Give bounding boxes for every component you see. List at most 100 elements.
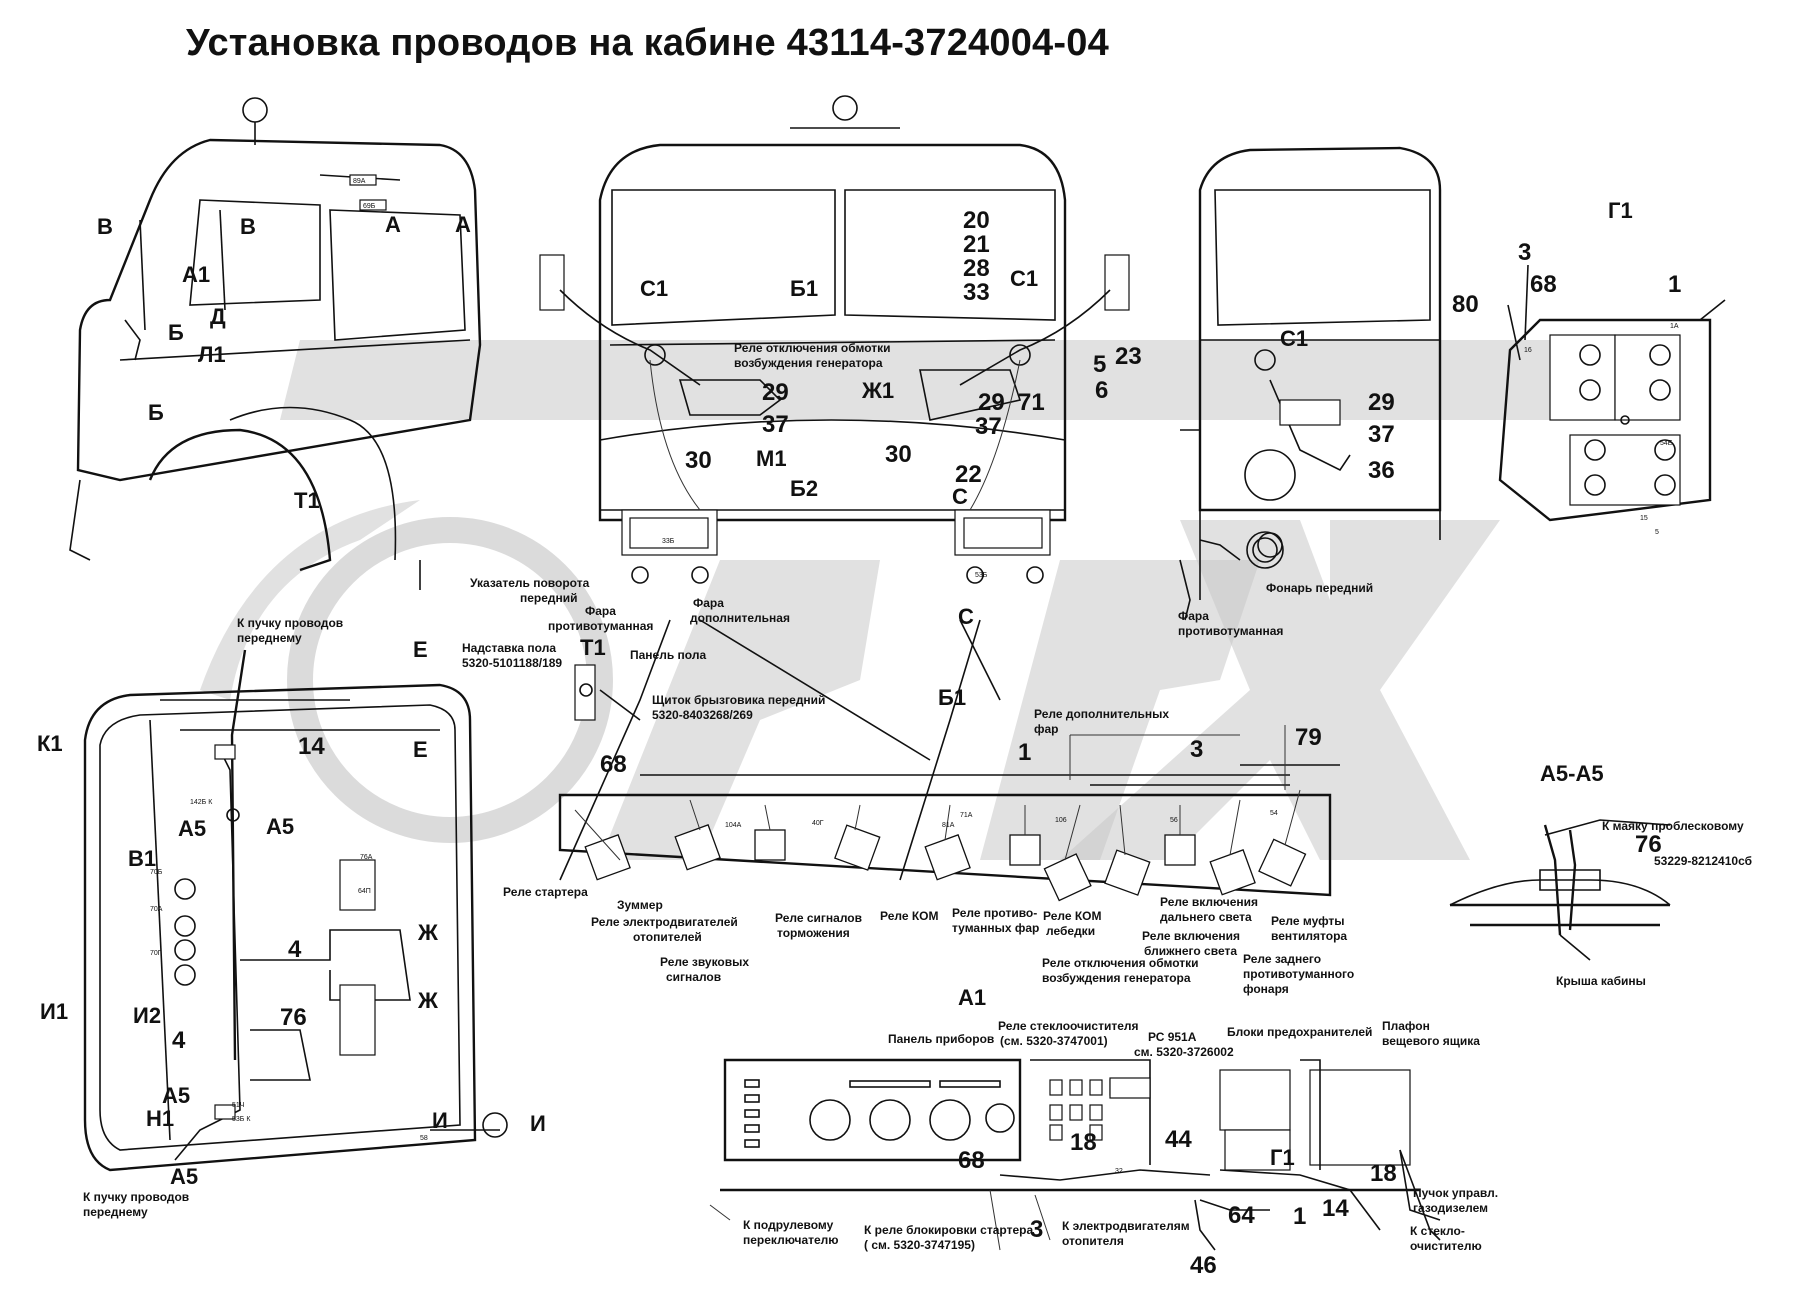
watermark-logo [200,340,1600,860]
callout-fara-prot-2: противотуманная [548,619,653,633]
num-23: 23 [1115,343,1142,370]
callout-k-puchku-bot: К пучку проводов [83,1190,189,1204]
callout-rele-prot-far: Реле противо- [952,906,1037,920]
tag-53b: 53Б [975,572,988,579]
callout-ukaz-pov-2: передний [520,591,578,605]
callout-rele-otkl-2: возбуждения генератора [734,356,883,370]
num-44: 44 [1165,1126,1192,1153]
num-80: 80 [1452,291,1479,318]
label-b2-side: Б [148,400,164,425]
label-a: А [385,212,401,237]
num-29-mid: 29 [978,389,1005,416]
num-37-front: 37 [762,411,789,438]
label-m1: М1 [756,446,787,471]
callout-panel-prib: Панель приборов [888,1032,994,1046]
label-a5-left: А5 [178,816,206,841]
label-a1: А1 [182,262,210,287]
num-68-panel: 68 [600,751,627,778]
label-v: В [97,214,113,239]
tag-40g: 40Г [812,820,824,827]
callout-k-mayaku-code: 53229-8212410сб [1654,854,1752,868]
callout-k-puchku-top: К пучку проводов [237,616,343,630]
callout-rele-zadn-3: фонаря [1243,982,1289,996]
callout-fara-dop-2: дополнительная [690,611,790,625]
label-i-right: И [432,1108,448,1133]
callout-rele-kom: Реле КОМ [880,909,939,923]
num-14-a1: 14 [1322,1195,1349,1222]
tag-69b: 69Б [363,203,376,210]
num-3-g1: 3 [1518,239,1531,266]
callout-rele-otkl-gen: Реле отключения обмотки [1042,956,1199,970]
num-64: 64 [1228,1202,1255,1229]
num-29-rear: 29 [1368,389,1395,416]
tag-70a: 70А [150,906,163,913]
tag-70g: 70Г [150,950,162,957]
callout-fara-prot-r-2: противотуманная [1178,624,1283,638]
num-76-floor: 76 [280,1004,307,1031]
label-zh-bot: Ж [417,988,438,1013]
label-i1: И1 [40,999,68,1024]
callout-ukaz-pov: Указатель поворота [470,576,590,590]
callout-rele-kom-leb: Реле КОМ [1043,909,1102,923]
callout-rs951: РС 951А [1148,1030,1197,1044]
num-3-panel: 3 [1190,736,1203,763]
callout-rele-zadn-2: противотуманного [1243,967,1354,981]
tag-142bk: 142Б К [190,799,213,806]
callout-rele-steklo-2: (см. 5320-3747001) [1000,1034,1108,1048]
num-6: 6 [1095,377,1108,404]
label-c1-right: С1 [1010,266,1038,291]
label-a1-detail: А1 [958,985,986,1010]
cab-floor-plan [83,560,508,1172]
num-20: 20 [963,207,990,234]
tag-5: 5 [1655,529,1659,536]
callout-rele-zvuk-2: сигналов [666,970,721,984]
callout-fara-prot: Фара [585,604,616,618]
cab-front-view [539,95,1130,881]
num-37-rear: 37 [1368,421,1395,448]
callout-nadstavka-2: 5320-5101188/189 [462,656,562,670]
num-18-left: 18 [1070,1129,1097,1156]
tag-33b: 33Б [662,538,675,545]
callout-rele-elektrodv-2: отопителей [633,930,702,944]
num-5-front: 5 [1093,351,1106,378]
num-79: 79 [1295,724,1322,751]
callout-rele-sign-torm-2: торможения [777,926,850,940]
tag-53bk: 53Б К [232,1116,251,1123]
page-title: Установка проводов на кабине 43114-37240… [186,22,1109,64]
tag-89a: 89А [353,178,366,185]
detail-g1 [1498,264,1726,522]
callout-nadstavka: Надставка пола [462,641,556,655]
callout-rele-muft-2: вентилятора [1271,929,1347,943]
tag-64p: 64П [358,888,371,895]
floor-extension-leader [599,689,641,721]
label-zh-top: Ж [417,920,438,945]
tag-56: 56 [1170,817,1178,824]
label-g1: Г1 [1608,198,1633,223]
label-k1: К1 [37,731,63,756]
num-1-panel: 1 [1018,739,1031,766]
callout-k-pod: К подрулевому [743,1218,834,1232]
label-e-top: Е [413,637,428,662]
callout-rele-startera: Реле стартера [503,885,588,899]
label-a5-a5: А5-А5 [1540,761,1604,786]
callout-zummer: Зуммер [617,898,663,912]
num-68-g1: 68 [1530,271,1557,298]
label-zh1: Ж1 [861,378,894,403]
floor-extension-part [574,664,596,721]
callout-rele-blizhnego-2: ближнего света [1144,944,1237,958]
callout-k-pod-2: переключателю [743,1233,839,1247]
num-28: 28 [963,255,990,282]
label-g1-a1: Г1 [1270,1145,1295,1170]
num-46: 46 [1190,1252,1217,1279]
label-b1-panel: Б1 [938,685,966,710]
label-b: Б [168,320,184,345]
label-a5-low: А5 [162,1083,190,1108]
label-c1-left: С1 [640,276,668,301]
callout-rele-zadn: Реле заднего [1243,952,1321,966]
callout-rele-steklo: Реле стеклоочистителя [998,1019,1139,1033]
cab-rear-view [1179,146,1442,621]
callout-fonar-per: Фонарь передний [1266,581,1373,595]
label-a2: А [455,212,471,237]
label-i2: И2 [133,1003,161,1028]
callout-shchitok: Щиток брызговика передний [652,693,825,707]
